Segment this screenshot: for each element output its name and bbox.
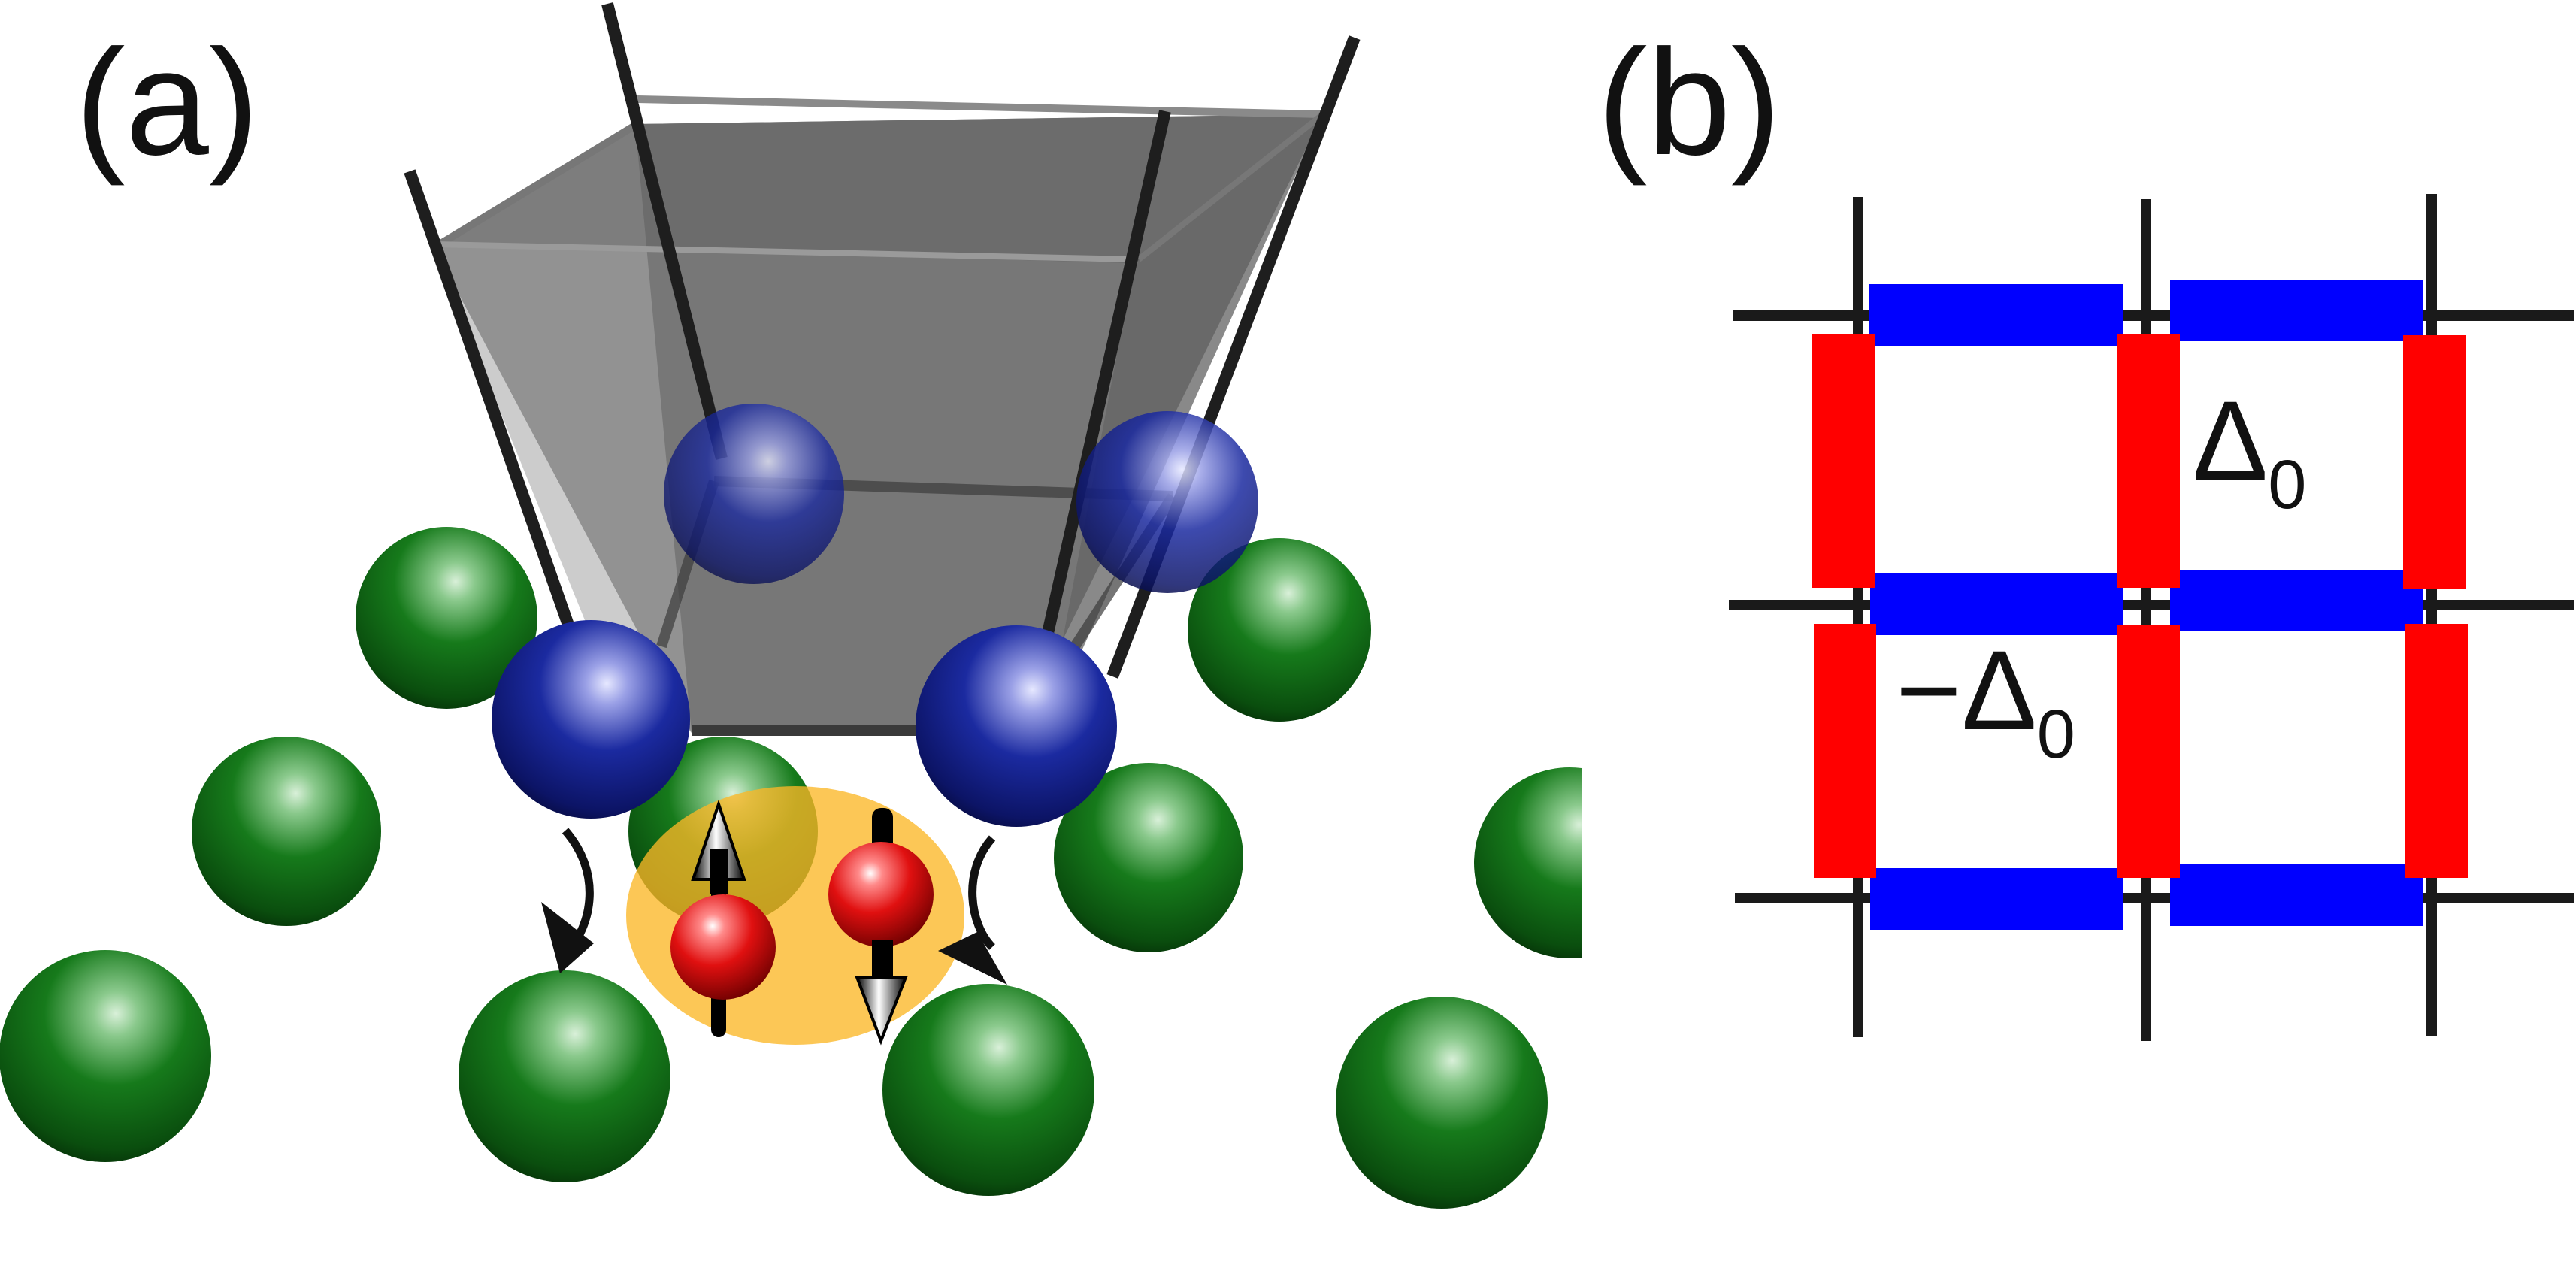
blue-atom: [664, 404, 844, 584]
green-atom: [192, 737, 381, 926]
green-atom: [1336, 997, 1548, 1209]
bond-vertical: [2117, 625, 2180, 878]
green-atom: [459, 970, 670, 1182]
lattice-grid: [1729, 194, 2574, 1041]
blue-atom: [1076, 411, 1258, 593]
bond-vertical: [2405, 624, 2468, 878]
bond-horizontal: [1869, 284, 2123, 346]
green-atom: [1188, 538, 1371, 722]
vertical-bonds: [1812, 334, 2468, 878]
hopping-arrow: [968, 835, 996, 950]
panel-a: (a): [0, 2, 1582, 1209]
hopping-arrow-head: [938, 932, 1007, 985]
green-atom: [882, 984, 1094, 1196]
bond-vertical: [1814, 624, 1876, 878]
bond-vertical: [2117, 334, 2180, 588]
bond-vertical: [2403, 335, 2466, 589]
bond-horizontal: [2170, 570, 2423, 631]
panel-a-label: (a): [75, 19, 259, 186]
hopping-arrow-head: [541, 902, 594, 973]
bond-vertical: [1812, 334, 1875, 588]
spin-up-electron: [670, 799, 776, 1037]
bond-horizontal: [2170, 280, 2423, 341]
spin-down-electron: [828, 808, 934, 1046]
green-atom-cropped: [1474, 767, 1582, 958]
panel-b: (b) Δ0 −Δ0: [1597, 19, 2574, 1041]
blue-atom: [492, 620, 690, 819]
green-atom: [1054, 763, 1243, 952]
bond-horizontal: [1870, 868, 2123, 930]
blue-atom: [916, 625, 1117, 827]
green-atom: [356, 527, 537, 709]
delta-positive-label: Δ0: [2193, 377, 2306, 523]
spin-down-arrow-icon: [855, 976, 908, 1046]
bond-horizontal: [2170, 864, 2423, 926]
panel-b-label: (b): [1597, 19, 1781, 186]
green-atom: [0, 950, 211, 1162]
bond-horizontal: [1870, 573, 2123, 635]
horizontal-bonds: [1869, 280, 2423, 930]
delta-negative-label: −Δ0: [1896, 627, 2075, 773]
